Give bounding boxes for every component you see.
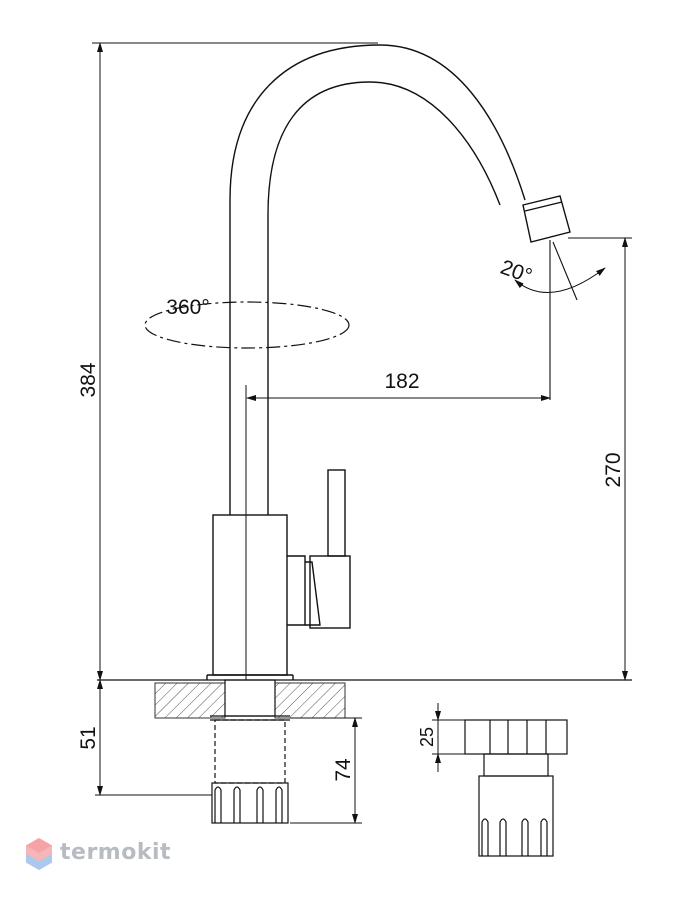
label-total-height: 384 [77, 362, 100, 397]
faucet-body [206, 44, 571, 680]
label-nut-height: 25 [417, 727, 437, 747]
dimension-shank-length [290, 717, 362, 824]
label-base-height: 51 [77, 726, 100, 749]
brand-name: termokit [60, 840, 172, 865]
tilt-angle-marker [514, 240, 606, 400]
termokit-logo-icon [26, 838, 52, 870]
label-tilt-angle: 20° [497, 256, 535, 288]
dimension-base-height [95, 679, 212, 796]
label-spout-reach: 182 [384, 370, 419, 393]
rotation-ellipse [144, 301, 350, 349]
dimension-nut-height [432, 703, 465, 772]
countertop-section [154, 682, 346, 719]
dimension-spout-height [568, 237, 632, 681]
dimension-total-height [92, 42, 378, 681]
nut-detail [464, 719, 568, 857]
label-rotation-angle: 360° [166, 296, 209, 319]
label-spout-height: 270 [602, 452, 625, 487]
label-shank-length: 74 [332, 758, 355, 782]
mounting-shank [210, 679, 290, 824]
